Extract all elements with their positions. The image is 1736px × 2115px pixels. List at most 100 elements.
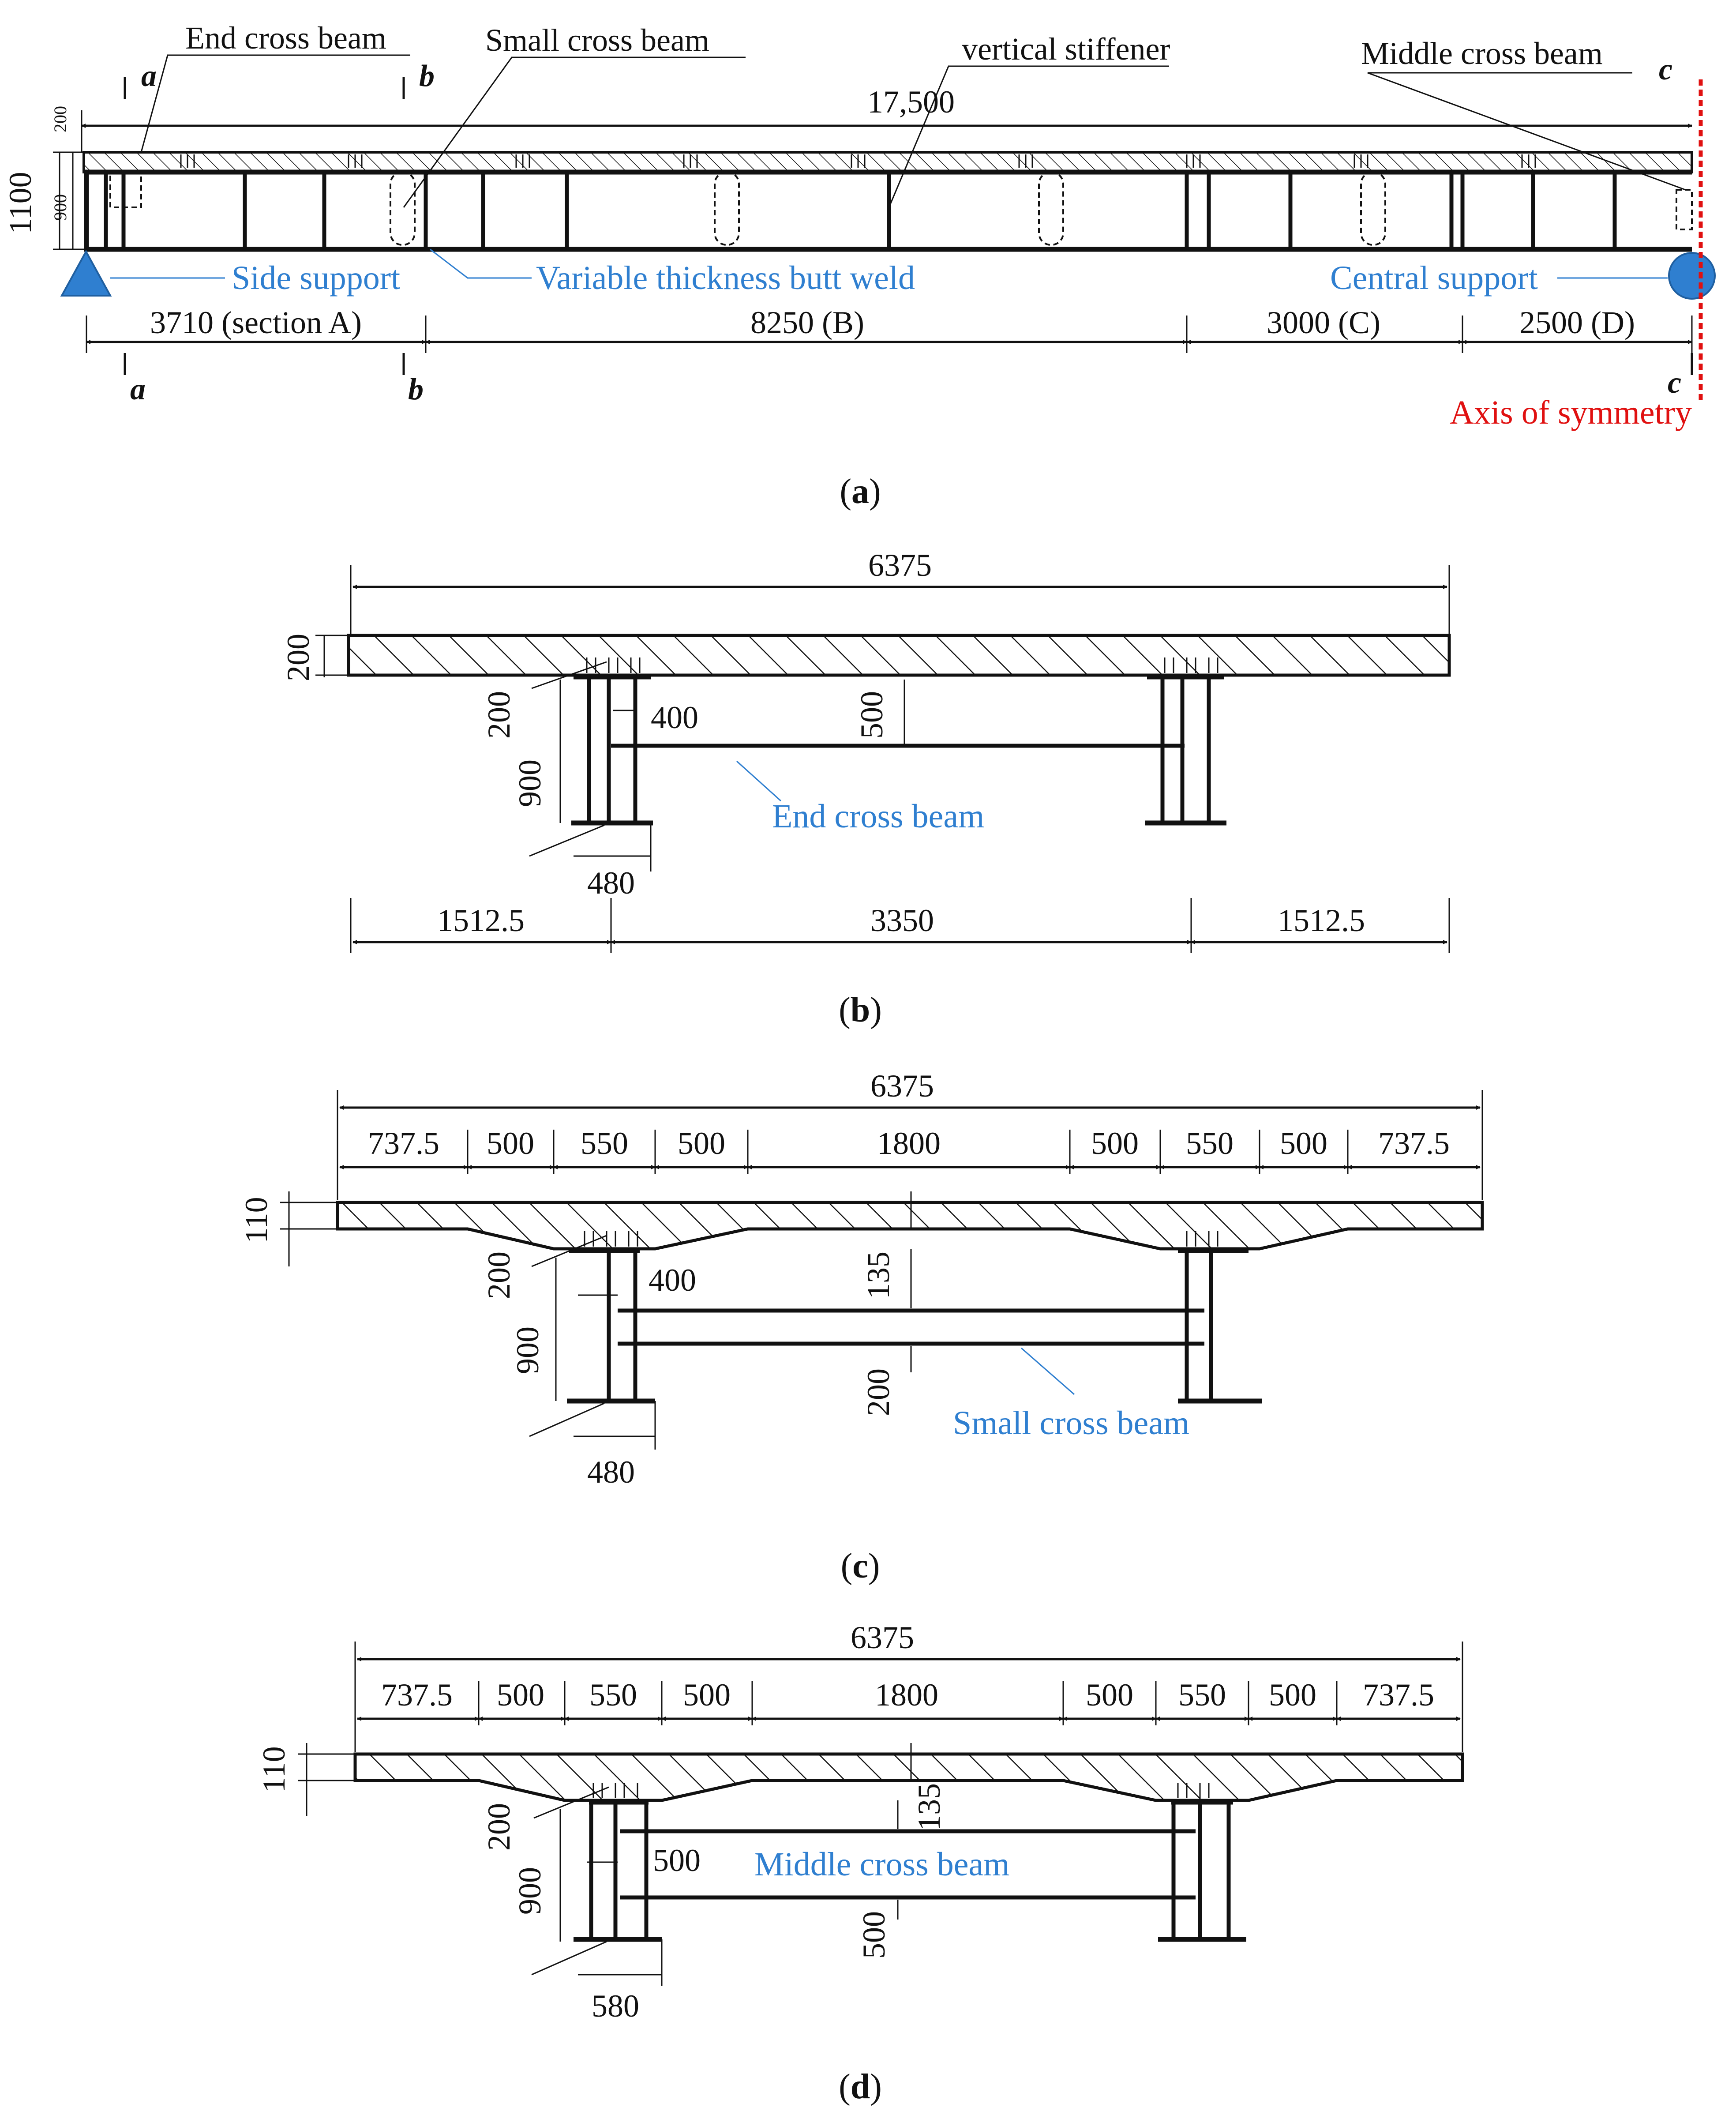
cut-label-c-top: c — [1659, 53, 1672, 86]
dim-slab-thickness-c: 110 — [239, 1197, 274, 1243]
panel-c: 6375 737.5 500 550 500 1800 500 5 — [239, 1068, 1484, 1585]
seg-c-8: 500 — [1280, 1126, 1327, 1161]
seg-c-6: 500 — [1091, 1126, 1139, 1161]
caption-b: (b) — [839, 991, 882, 1029]
caption-c: (c) — [841, 1547, 880, 1585]
seg-c-1: 737.5 — [368, 1126, 439, 1161]
deck-slab-section-d — [353, 1752, 1464, 1802]
dim-haunch-c: 200 — [481, 1251, 517, 1299]
label-middle-cross-beam: Middle cross beam — [1361, 36, 1603, 71]
seg-d-2: 500 — [497, 1677, 544, 1713]
dim-girder-d: 900 — [512, 1867, 547, 1915]
dim-beam-offset-c: 400 — [649, 1262, 696, 1298]
dim-haunch-d: 200 — [481, 1803, 517, 1851]
label-small-cross-beam: Small cross beam — [485, 23, 709, 58]
dim-flange-c: 480 — [587, 1454, 635, 1490]
dim-flange-b: 480 — [587, 865, 635, 901]
segment-dimensions: 3710 (section A) 8250 (B) 3000 (C) 2500 … — [86, 305, 1693, 353]
label-axis-of-symmetry: Axis of symmetry — [1450, 394, 1692, 431]
dim-section-d: 2500 (D) — [1519, 305, 1635, 340]
right-girder-d — [1158, 1800, 1246, 1942]
label-small-cross-beam-c: Small cross beam — [953, 1405, 1189, 1442]
cut-label-c-bottom: c — [1668, 366, 1681, 400]
dim-girder-b: 900 — [512, 759, 547, 807]
dim-overall-height: 1100 — [3, 172, 38, 234]
cut-label-a-bottom: a — [130, 372, 146, 406]
dim-slab-thickness-b: 200 — [281, 634, 316, 681]
dim-section-a: 3710 (section A) — [150, 305, 362, 340]
seg-d-5: 1800 — [875, 1677, 938, 1713]
left-girder-b — [571, 675, 653, 826]
dim-total-length: 17,500 — [867, 84, 955, 120]
shear-studs — [180, 154, 1536, 168]
deck-slab-elevation — [82, 151, 1693, 173]
dim-left-b: 1512.5 — [437, 903, 525, 938]
seg-c-5: 1800 — [877, 1126, 941, 1161]
dim-top-gap-d: 135 — [911, 1783, 947, 1831]
cut-label-b-bottom: b — [408, 372, 424, 406]
dim-girder-height: 900 — [50, 194, 70, 221]
caption-d-letter: d — [851, 2067, 870, 2106]
dim-slab-thickness-d: 110 — [256, 1746, 292, 1792]
dim-section-c: 3000 (C) — [1267, 305, 1380, 340]
deck-slab-section-c — [336, 1201, 1484, 1251]
panel-d: 6375 737.5 500 550 500 1800 500 5 — [256, 1620, 1464, 2106]
dim-deck-width: 6375 — [868, 548, 932, 583]
seg-d-9: 737.5 — [1363, 1677, 1434, 1713]
caption-d: (d) — [839, 2067, 882, 2106]
deck-slab-section — [347, 634, 1451, 677]
label-vertical-stiffener: vertical stiffener — [962, 31, 1170, 67]
left-girder-c — [567, 1249, 655, 1404]
dim-section-b: 8250 (B) — [750, 305, 864, 340]
label-end-cross-beam: End cross beam — [185, 20, 386, 56]
seg-d-7: 550 — [1178, 1677, 1226, 1713]
dim-bottom-gap-c: 200 — [861, 1368, 896, 1416]
dim-beam-offset-b: 400 — [651, 700, 698, 735]
dim-girder-c: 900 — [510, 1326, 545, 1374]
right-girder-b — [1145, 675, 1226, 826]
label-middle-cross-beam-d: Middle cross beam — [754, 1846, 1009, 1883]
seg-d-1: 737.5 — [381, 1677, 453, 1713]
label-side-support: Side support — [232, 259, 400, 297]
cut-label-b-top: b — [419, 59, 435, 93]
segment-dimensions-d: 737.5 500 550 500 1800 500 550 500 737.5 — [357, 1677, 1461, 1725]
seg-d-3: 550 — [589, 1677, 637, 1713]
seg-c-2: 500 — [487, 1126, 534, 1161]
dim-deck-width-c: 6375 — [870, 1068, 934, 1104]
seg-d-4: 500 — [683, 1677, 731, 1713]
dim-slab-thickness: 200 — [50, 106, 70, 132]
dim-beam-offset-d: 500 — [653, 1843, 701, 1878]
panel-a: 17,500 1100 200 900 a b c a b c End cros… — [3, 20, 1716, 511]
dim-bottom-gap-d: 500 — [856, 1911, 892, 1959]
label-central-support: Central support — [1330, 259, 1538, 297]
seg-c-4: 500 — [678, 1126, 725, 1161]
seg-c-9: 737.5 — [1378, 1126, 1450, 1161]
seg-c-3: 550 — [581, 1126, 628, 1161]
seg-d-8: 500 — [1269, 1677, 1316, 1713]
panel-b: 6375 200 200 900 400 500 — [281, 548, 1451, 1029]
left-girder-d — [574, 1800, 662, 1942]
right-girder-c — [1178, 1249, 1262, 1404]
dim-top-gap-c: 135 — [861, 1251, 896, 1299]
vertical-stiffeners — [104, 172, 1617, 249]
label-end-cross-beam-b: End cross beam — [772, 798, 984, 835]
dim-mid-b: 3350 — [870, 903, 934, 938]
caption-a: (a) — [840, 472, 881, 511]
caption-c-letter: c — [852, 1547, 868, 1585]
cut-label-a-top: a — [141, 59, 157, 93]
segment-dimensions-c: 737.5 500 550 500 1800 500 550 500 737.5 — [339, 1126, 1481, 1174]
dim-top-gap-b: 500 — [854, 691, 889, 739]
seg-c-7: 550 — [1186, 1126, 1234, 1161]
caption-a-letter: a — [851, 472, 869, 511]
dim-deck-width-d: 6375 — [851, 1620, 914, 1655]
central-support-symbol — [1668, 252, 1716, 300]
dashed-cross-beams — [109, 171, 1693, 246]
seg-d-6: 500 — [1086, 1677, 1133, 1713]
dim-right-b: 1512.5 — [1278, 903, 1365, 938]
dim-haunch-b: 200 — [481, 691, 517, 739]
label-butt-weld: Variable thickness butt weld — [536, 259, 915, 297]
caption-b-letter: b — [851, 991, 870, 1029]
side-support-symbol — [60, 249, 112, 297]
cut-marks: a b c a b c — [124, 53, 1693, 406]
